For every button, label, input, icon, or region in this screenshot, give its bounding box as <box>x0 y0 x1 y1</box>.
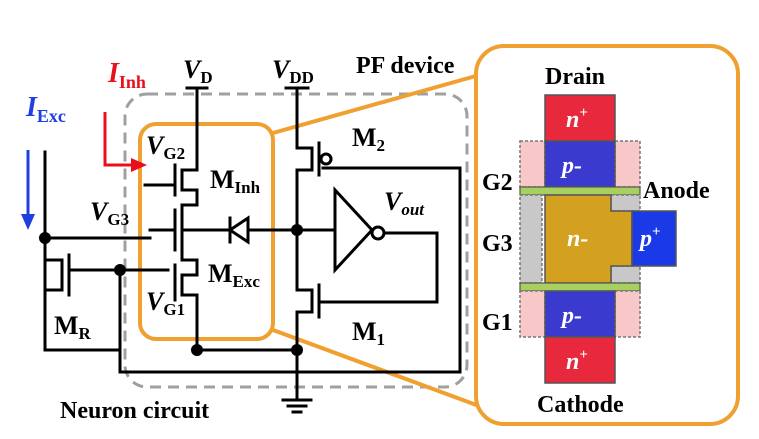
g2-gate-left <box>519 140 546 188</box>
i-inh-label: IInh <box>107 58 146 92</box>
g2-gate-right <box>614 140 641 188</box>
n-plus-top-text: n+ <box>566 105 588 133</box>
i-inh-arrow-line <box>103 112 135 167</box>
junction-dot <box>291 224 303 236</box>
pf-device-label: PF device <box>356 53 455 79</box>
vg1-label: VG1 <box>146 287 185 319</box>
junction-dot <box>39 232 51 244</box>
inverter-symbol <box>333 186 375 274</box>
m2-label: M2 <box>352 123 385 155</box>
diode-symbol <box>227 215 250 245</box>
junction-dot <box>191 344 203 356</box>
p-minus-top-region <box>544 140 616 188</box>
cathode-label: Cathode <box>537 392 624 418</box>
oxide-top <box>519 186 641 196</box>
n-minus-text: n- <box>567 226 588 252</box>
m1-label: M1 <box>352 317 385 349</box>
vout-label: Vout <box>384 187 425 219</box>
vdd-label: VDD <box>272 55 314 87</box>
anode-label: Anode <box>643 178 710 204</box>
g2-label: G2 <box>482 170 513 196</box>
g3-gate-left <box>519 194 543 284</box>
m-exc-label: MExc <box>208 259 260 291</box>
mr-label: MR <box>54 311 92 343</box>
g1-gate-right <box>614 290 641 338</box>
vg3-label: VG3 <box>90 197 129 229</box>
zoom-line-top <box>272 70 491 135</box>
neuron-circuit-label: Neuron circuit <box>60 398 209 424</box>
p-plus-text: p+ <box>638 224 661 252</box>
p-plus-anode-region <box>631 210 677 267</box>
g1-gate-left <box>519 290 546 338</box>
g3-gate-right-bottom <box>610 265 641 284</box>
vd-label: VD <box>183 55 213 87</box>
n-plus-top-region <box>544 94 616 142</box>
oxide-bottom <box>519 282 641 292</box>
p-minus-top-text: p- <box>560 153 582 179</box>
g3-gate-right-top <box>610 194 641 212</box>
inverter-bubble <box>370 225 386 241</box>
zoom-line-bottom <box>272 328 491 412</box>
junction-dot <box>291 344 303 356</box>
g1-label: G1 <box>482 310 513 336</box>
g3-label: G3 <box>482 231 513 257</box>
n-plus-bottom-text: n+ <box>566 347 588 375</box>
vg2-label: VG2 <box>146 131 185 163</box>
n-plus-bottom-region <box>544 336 616 384</box>
m-inh-label: MInh <box>210 165 261 197</box>
drain-label: Drain <box>545 64 605 90</box>
i-exc-label: IExc <box>25 92 66 126</box>
p-minus-bottom-text: p- <box>560 303 582 329</box>
i-inh-arrow-head <box>131 158 147 172</box>
i-exc-arrow-head <box>21 214 35 230</box>
junction-dot <box>114 264 126 276</box>
